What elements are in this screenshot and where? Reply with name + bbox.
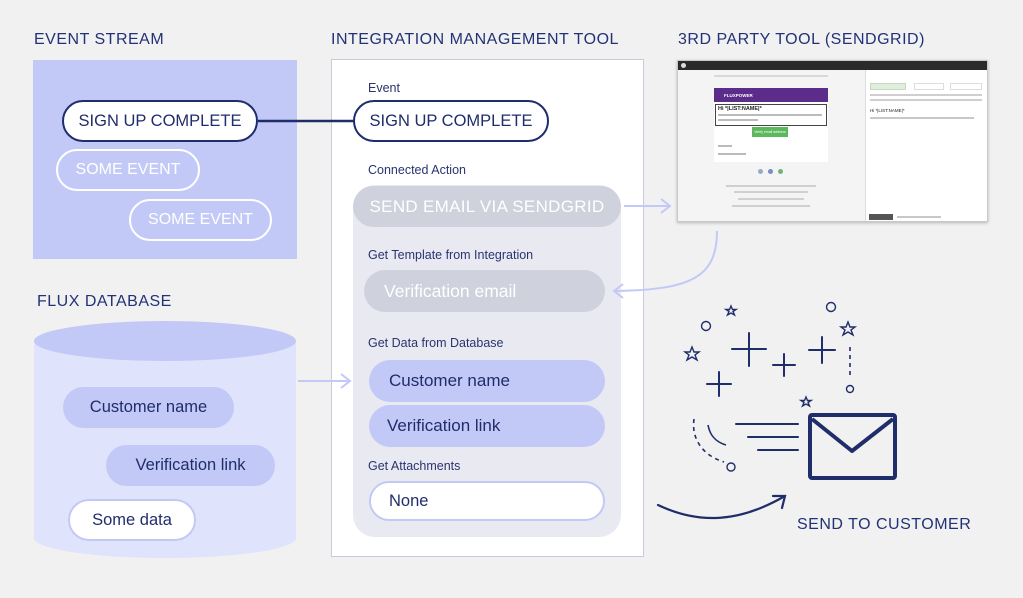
db-item-verification-link[interactable]: Verification link bbox=[106, 445, 275, 486]
star-icons bbox=[682, 304, 858, 408]
event-value-pill[interactable]: SIGN UP COMPLETE bbox=[353, 100, 549, 142]
editor-save-button[interactable] bbox=[869, 214, 893, 220]
email-greeting: Hi *|LIST:NAME|* bbox=[718, 106, 762, 112]
editor-tab-1[interactable] bbox=[870, 83, 906, 90]
dashed-arc-left bbox=[692, 418, 725, 463]
editor-text-line bbox=[870, 117, 974, 119]
email-greeting-box bbox=[715, 104, 827, 126]
data-pill-customer-name[interactable]: Customer name bbox=[369, 360, 605, 402]
footer-line-2 bbox=[734, 191, 808, 193]
data-label: Get Data from Database bbox=[368, 336, 504, 350]
sparkle-icons bbox=[706, 332, 836, 397]
footer-line-3 bbox=[738, 198, 804, 200]
db-item-customer-name[interactable]: Customer name bbox=[63, 387, 234, 428]
sendgrid-topbar bbox=[678, 61, 987, 70]
data-pill-verification-link[interactable]: Verification link bbox=[369, 405, 605, 447]
template-pill[interactable]: Verification email bbox=[364, 270, 605, 312]
database-title: FLUX DATABASE bbox=[37, 293, 172, 310]
connected-action-label: Connected Action bbox=[368, 163, 466, 177]
footer-line-4 bbox=[732, 205, 810, 207]
template-label: Get Template from Integration bbox=[368, 248, 534, 262]
email-line-2 bbox=[718, 119, 758, 121]
envelope-icon bbox=[808, 413, 897, 480]
email-line-1 bbox=[718, 114, 822, 116]
event-stream-title: EVENT STREAM bbox=[34, 31, 165, 48]
editor-toolbar-2 bbox=[870, 99, 982, 101]
preview-header-line bbox=[714, 75, 828, 77]
event-sign-up-complete[interactable]: SIGN UP COMPLETE bbox=[62, 100, 258, 142]
event-some-event-2[interactable]: SOME EVENT bbox=[129, 199, 272, 241]
speed-lines bbox=[735, 423, 799, 451]
email-line-4 bbox=[718, 153, 746, 155]
editor-toolbar-1 bbox=[870, 94, 982, 96]
attachments-label: Get Attachments bbox=[368, 459, 461, 473]
send-arc-arrow bbox=[656, 494, 787, 520]
integration-tool-title: INTEGRATION MANAGEMENT TOOL bbox=[331, 31, 619, 48]
third-party-title: 3RD PARTY TOOL (SENDGRID) bbox=[678, 31, 925, 48]
event-some-event-1[interactable]: SOME EVENT bbox=[56, 149, 200, 191]
connected-action-pill[interactable]: SEND EMAIL VIA SENDGRID bbox=[353, 186, 621, 227]
editor-tab-3[interactable] bbox=[950, 83, 982, 90]
email-brand-banner: FLUXPOWER bbox=[714, 88, 828, 102]
database-cylinder-top bbox=[34, 321, 296, 361]
event-label: Event bbox=[368, 81, 400, 95]
footer-line-1 bbox=[726, 185, 816, 187]
attachments-pill[interactable]: None bbox=[369, 481, 605, 521]
small-arc-left bbox=[707, 424, 727, 446]
social-icon-2 bbox=[768, 169, 773, 174]
send-label: SEND TO CUSTOMER bbox=[797, 516, 972, 533]
editor-greeting: Hi *|LIST:NAME|* bbox=[870, 108, 905, 113]
db-item-some-data[interactable]: Some data bbox=[68, 499, 196, 541]
editor-divider bbox=[865, 70, 866, 221]
social-icon-1 bbox=[758, 169, 763, 174]
editor-status-line bbox=[897, 216, 941, 218]
sendgrid-logo-icon bbox=[681, 63, 686, 68]
circle-icons bbox=[700, 301, 855, 472]
social-icon-3 bbox=[778, 169, 783, 174]
editor-tab-2[interactable] bbox=[914, 83, 944, 90]
email-line-3 bbox=[718, 145, 732, 147]
verify-email-button[interactable]: Verify email address bbox=[752, 127, 788, 137]
sendgrid-screenshot: FLUXPOWER Hi *|LIST:NAME|* Verify email … bbox=[677, 60, 988, 222]
